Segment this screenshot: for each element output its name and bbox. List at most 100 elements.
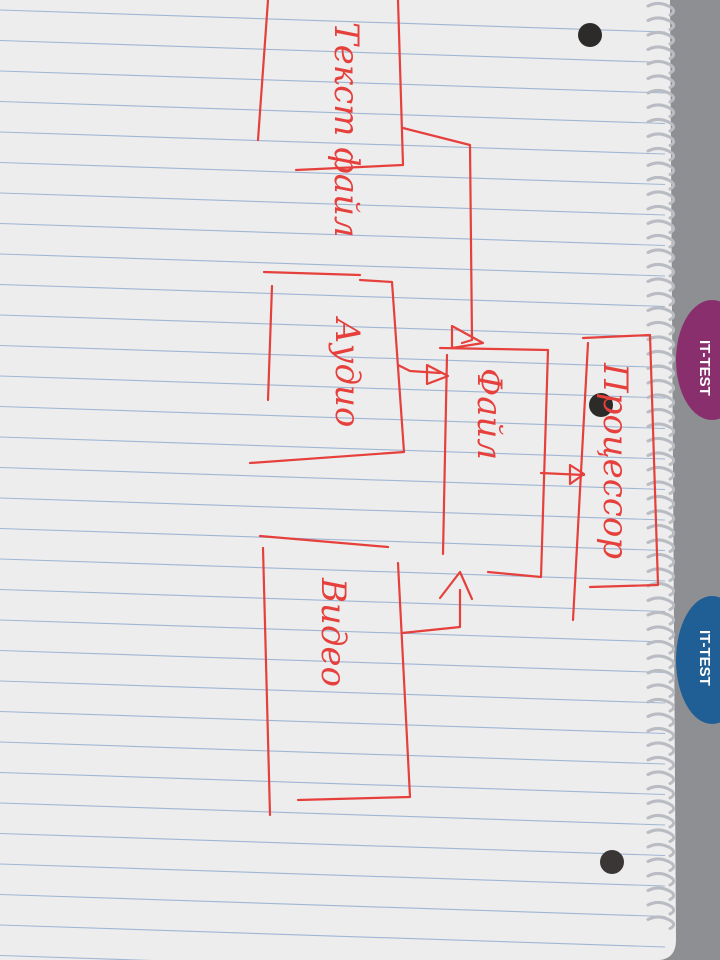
ruled-line [0, 588, 666, 613]
ruled-line [0, 70, 666, 94]
ruled-line [0, 741, 666, 765]
spiral-coil [646, 45, 676, 60]
spiral-coil [646, 219, 676, 234]
sticker-text: IT-TEST [696, 630, 713, 686]
box-text-files [256, 0, 405, 172]
spiral-coil [646, 683, 676, 698]
it-test-sticker-bottom: IT-TEST [676, 596, 720, 724]
spiral-coil [646, 828, 676, 843]
spiral-coil [646, 712, 676, 727]
spiral-coil [646, 16, 676, 31]
spiral-coil [646, 625, 676, 640]
box-audio [248, 270, 406, 465]
spiral-coil [646, 175, 676, 191]
spiral-coil [646, 161, 676, 176]
spiral-coil [646, 871, 676, 887]
ruled-line [0, 497, 666, 521]
spiral-coil [646, 567, 676, 582]
spiral-coil [646, 915, 676, 930]
spiral-coil [646, 523, 676, 539]
connector-text-to-files [401, 126, 485, 350]
ruled-line [0, 619, 666, 643]
spiral-coil [646, 233, 676, 249]
spiral-coil [646, 451, 676, 466]
spiral-coil [646, 262, 676, 278]
ruled-line [0, 802, 666, 826]
spiral-coil [646, 248, 676, 263]
spiral-coil [646, 639, 676, 655]
ruled-line [0, 558, 666, 582]
ruled-line [0, 527, 666, 552]
ruled-line [0, 100, 666, 125]
spiral-coil [646, 654, 676, 669]
ruled-line [0, 649, 666, 674]
spiral-coil [646, 900, 676, 916]
punch-hole [578, 23, 602, 47]
spiral-coil [646, 813, 676, 829]
connector-audio-to-files [396, 363, 450, 386]
spiral-coil [646, 349, 676, 365]
ruled-line [0, 924, 666, 948]
spiral-coil [646, 277, 676, 292]
spiral-coil [646, 741, 676, 756]
spiral-coil [646, 436, 676, 452]
ruled-line [0, 710, 666, 735]
spiral-coil [646, 306, 676, 321]
box-audio-label: Аудио [327, 316, 367, 427]
ruled-line [0, 863, 666, 887]
spiral-coil [646, 59, 676, 75]
spiral-coil [646, 30, 676, 46]
spiral-coil [646, 784, 676, 800]
spiral-coil [646, 74, 676, 89]
ruled-line [0, 832, 666, 857]
spiral-coil [646, 1, 676, 17]
box-files [438, 346, 550, 579]
spiral-coil [646, 610, 676, 626]
it-test-sticker-top: IT-TEST [676, 300, 720, 420]
ruled-line [0, 771, 666, 796]
spiral-coil [646, 581, 676, 597]
spiral-coil [646, 190, 676, 205]
spiral-coil [646, 407, 676, 423]
spiral-coil [646, 132, 676, 147]
spiral-coil [646, 697, 676, 713]
ruled-line [0, 192, 666, 216]
ruled-line [0, 893, 666, 918]
spiral-coil [646, 770, 676, 785]
connector-files-to-processor [539, 463, 586, 486]
ruled-line [0, 680, 666, 704]
spiral-coil [646, 204, 676, 220]
spiral-binding [646, 1, 676, 930]
spiral-coil [646, 552, 676, 568]
spiral-coil [646, 88, 676, 104]
box-processor-label: Процессор [595, 362, 635, 559]
spiral-coil [646, 364, 676, 379]
ruled-line [0, 9, 666, 33]
spiral-coil [646, 755, 676, 771]
spiral-coil [646, 596, 676, 611]
spiral-coil [646, 886, 676, 901]
ruled-line [0, 405, 666, 430]
ruled-line [0, 39, 666, 64]
box-files-label: Файл [469, 368, 509, 460]
spiral-coil [646, 857, 676, 872]
ruled-line [0, 954, 142, 960]
box-video [258, 534, 412, 817]
box-video-label: Видео [313, 577, 353, 687]
ruled-line [0, 253, 666, 277]
ruled-line [0, 466, 666, 491]
spiral-coil [646, 117, 676, 133]
punch-hole [600, 850, 624, 874]
spiral-coil [646, 842, 676, 858]
spiral-coil [646, 146, 676, 162]
box-text-files-label: Текст файл [326, 22, 366, 238]
spiral-coil [646, 668, 676, 684]
spiral-coil [646, 538, 676, 553]
ruled-line [0, 344, 666, 369]
spiral-coil [646, 103, 676, 118]
ruled-line [0, 436, 666, 460]
box-processor [571, 333, 660, 622]
ruled-line [0, 314, 666, 338]
spiral-coil [646, 422, 676, 437]
